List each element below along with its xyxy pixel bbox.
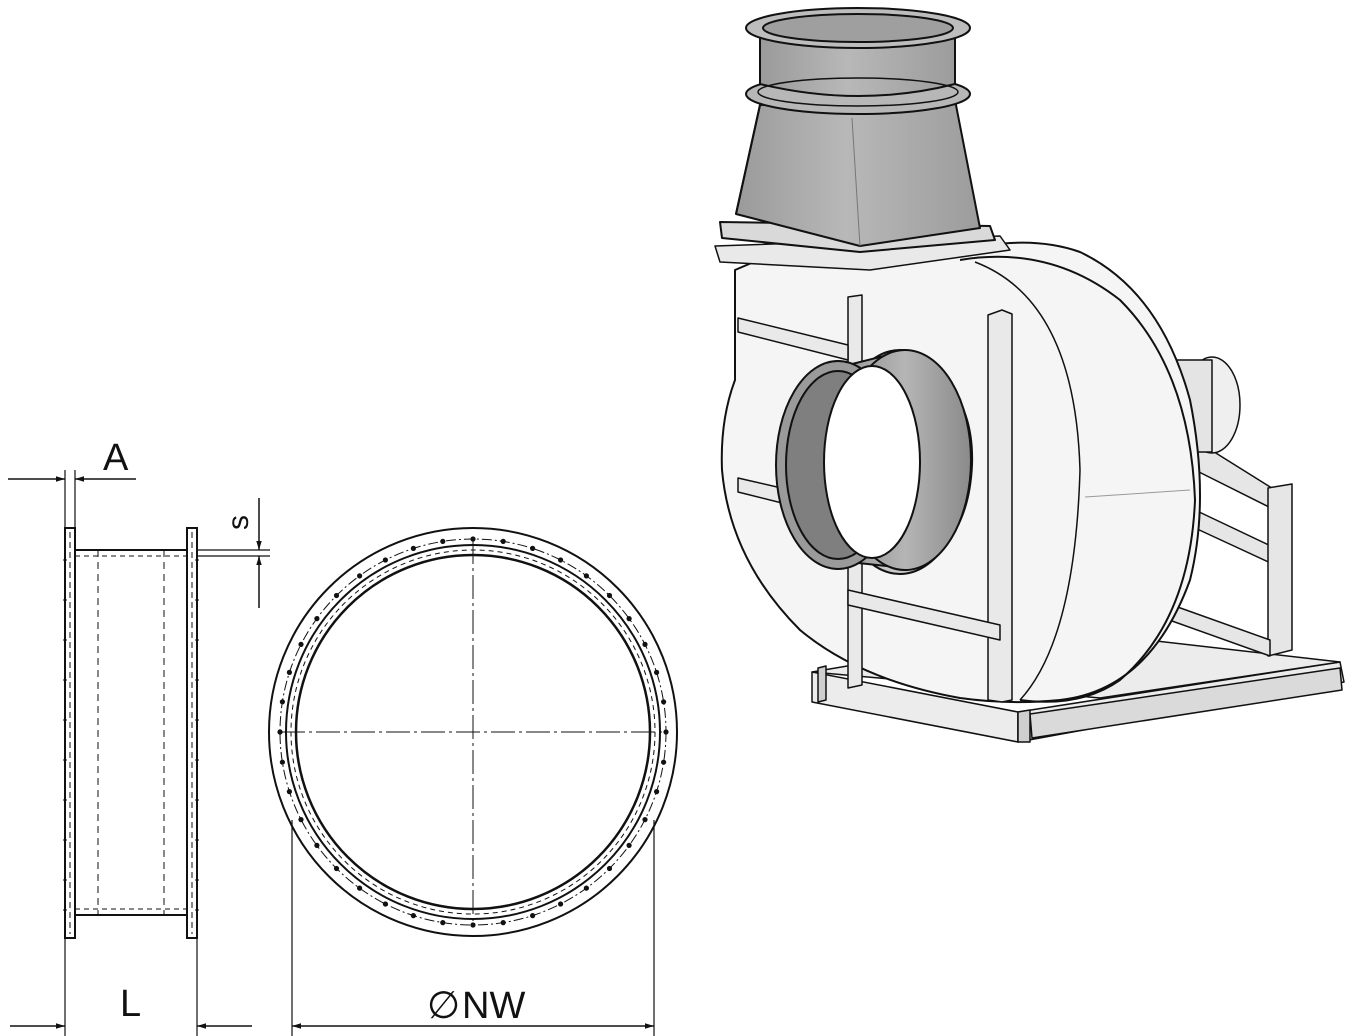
- dimension-a: A: [8, 437, 136, 528]
- centrifugal-fan-illustration: [714, 7, 1345, 743]
- bolt-hole: [357, 885, 363, 891]
- bolt-hole: [583, 573, 590, 579]
- bolt-hole: [298, 641, 304, 648]
- bolt-hole: [654, 789, 660, 795]
- bolt-hole: [642, 641, 648, 648]
- bolt-hole: [642, 817, 648, 823]
- bolt-hole: [333, 865, 340, 872]
- bolt-hole: [357, 573, 363, 579]
- bolt-hole: [654, 669, 660, 676]
- bolt-hole: [314, 616, 320, 622]
- bolt-hole: [558, 901, 564, 907]
- bolt-hole: [500, 920, 506, 926]
- bolt-hole: [500, 538, 506, 545]
- bolt-hole: [470, 922, 476, 928]
- bolt-hole: [583, 885, 590, 891]
- bolt-hole: [626, 616, 632, 622]
- outlet-duct: [719, 7, 996, 253]
- bolt-hole: [382, 901, 388, 907]
- bolt-holes: [277, 536, 669, 928]
- side-view: [63, 527, 199, 939]
- bolt-hole: [530, 913, 536, 919]
- dimension-s-label: s: [222, 515, 255, 530]
- bolt-hole: [279, 699, 285, 705]
- bolt-hole: [440, 920, 446, 926]
- dimension-l: L: [10, 938, 252, 1036]
- bolt-hole: [410, 545, 416, 552]
- inlet-sleeve: [775, 349, 974, 575]
- dimension-l-label: L: [120, 983, 141, 1025]
- dimension-a-label: A: [103, 437, 129, 479]
- bolt-hole: [626, 842, 632, 849]
- dimension-s: s: [197, 498, 270, 608]
- bolt-hole: [279, 759, 285, 765]
- bolt-hole: [558, 557, 564, 563]
- diameter-symbol-icon: ∅: [427, 985, 460, 1027]
- bolt-hole: [606, 592, 613, 599]
- bolt-hole: [298, 817, 304, 823]
- bolt-hole: [286, 789, 292, 795]
- motor-stand: [1157, 439, 1293, 657]
- bolt-hole: [606, 865, 613, 872]
- bolt-hole: [530, 545, 536, 552]
- bolt-hole: [286, 669, 292, 676]
- bolt-hole: [382, 557, 388, 563]
- bolt-hole: [314, 842, 320, 849]
- dimension-nw: ∅ NW: [291, 820, 655, 1036]
- bolt-hole: [661, 699, 667, 705]
- bolt-hole: [440, 538, 446, 545]
- bolt-hole: [277, 729, 283, 735]
- bolt-hole: [470, 536, 476, 542]
- bolt-hole: [410, 913, 416, 919]
- bolt-hole: [333, 592, 340, 599]
- bolt-hole: [663, 729, 669, 735]
- front-view: [268, 527, 678, 937]
- bolt-hole: [661, 759, 667, 765]
- dimension-nw-label: NW: [462, 985, 525, 1027]
